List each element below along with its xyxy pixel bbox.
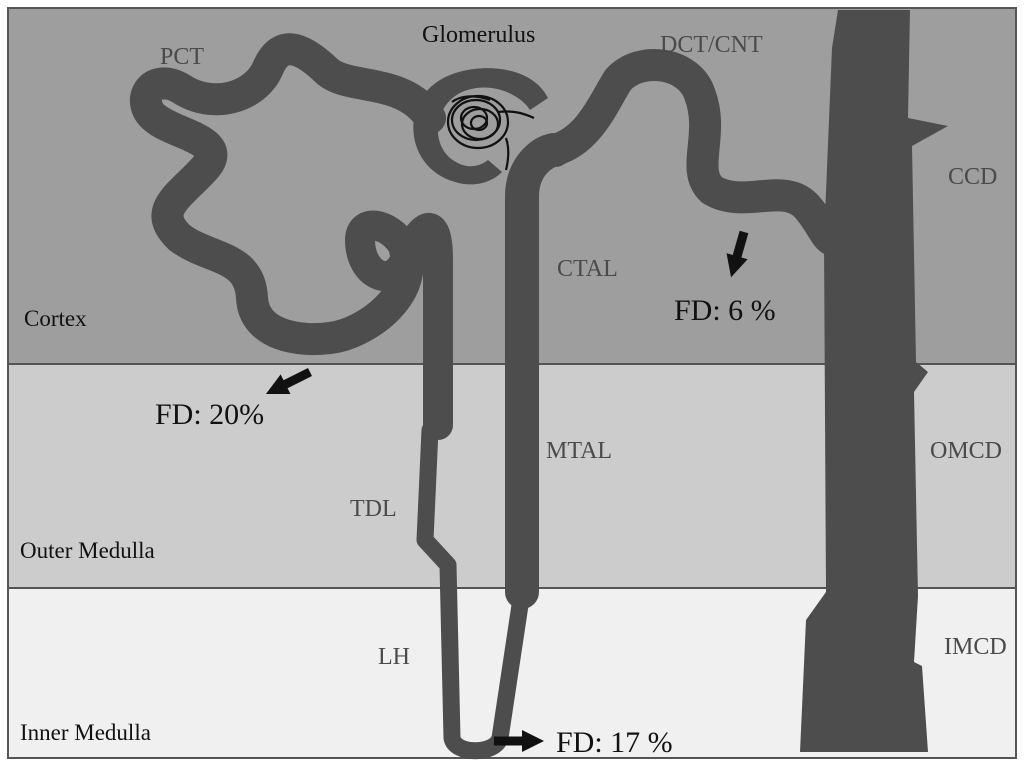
pct-tubule bbox=[130, 33, 446, 356]
inner-medulla-label: Inner Medulla bbox=[20, 720, 151, 745]
lh-label: LH bbox=[378, 644, 410, 670]
cortex-label: Cortex bbox=[24, 306, 87, 331]
omcd-label: OMCD bbox=[930, 438, 1002, 464]
fd-lh-label: FD: 17 % bbox=[556, 726, 673, 759]
fd-pct-label: FD: 20% bbox=[155, 398, 264, 431]
descending-limb-loop bbox=[345, 210, 453, 440]
dct-cnt-tubule bbox=[539, 49, 848, 256]
collecting-duct bbox=[800, 10, 948, 752]
bowmans-capsule bbox=[413, 68, 548, 185]
fd-pct-arrow bbox=[265, 367, 313, 395]
imcd-label: IMCD bbox=[944, 634, 1007, 660]
ctal-label: CTAL bbox=[557, 256, 618, 282]
ccd-label: CCD bbox=[948, 164, 997, 190]
dct-cnt-label: DCT/CNT bbox=[660, 32, 763, 58]
fd-dct-arrow bbox=[726, 230, 749, 278]
fd-dct-label: FD: 6 % bbox=[674, 294, 776, 327]
outer-medulla-label: Outer Medulla bbox=[20, 538, 155, 563]
glomerulus-label: Glomerulus bbox=[422, 22, 535, 48]
glomerulus-capillary-tuft bbox=[446, 94, 535, 171]
pct-label: PCT bbox=[160, 44, 204, 70]
tdl-label: TDL bbox=[350, 496, 397, 522]
mtal-label: MTAL bbox=[546, 438, 612, 464]
